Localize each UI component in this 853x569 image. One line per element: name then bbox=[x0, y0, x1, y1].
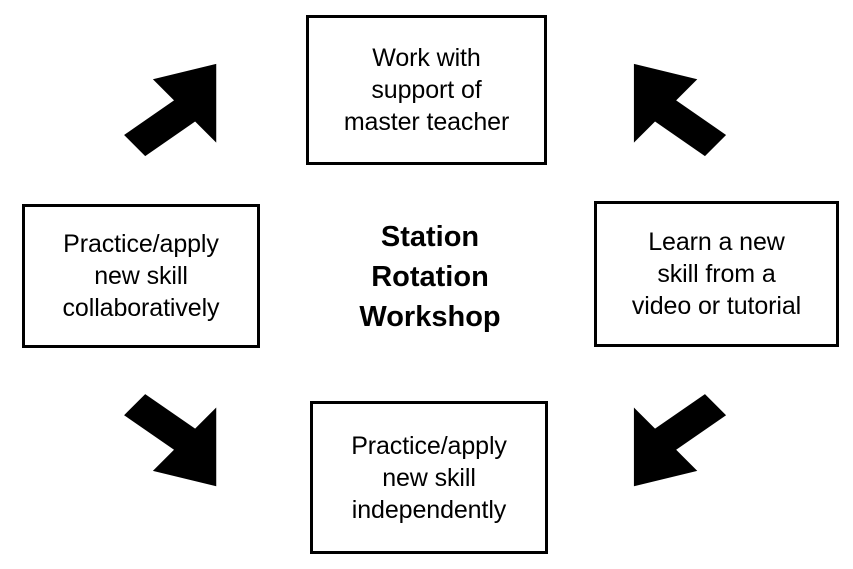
node-box-top: Work with support of master teacher bbox=[306, 15, 547, 165]
center-title: Station Rotation Workshop bbox=[359, 220, 501, 333]
node-box-left: Practice/apply new skill collaboratively bbox=[22, 204, 260, 348]
node-label-top: Work with support of master teacher bbox=[343, 44, 510, 136]
node-box-bottom: Practice/apply new skill independently bbox=[310, 401, 548, 554]
node-box-right: Learn a new skill from a video or tutori… bbox=[594, 201, 839, 347]
node-label-left: Practice/apply new skill collaboratively bbox=[62, 230, 220, 322]
arrow-northwest-icon bbox=[124, 394, 222, 492]
arrow-southwest-icon bbox=[632, 394, 728, 492]
arrow-southeast-icon bbox=[632, 62, 728, 158]
arrow-northeast-icon bbox=[124, 62, 222, 158]
node-label-bottom: Practice/apply new skill independently bbox=[351, 431, 507, 524]
node-label-right: Learn a new skill from a video or tutori… bbox=[631, 228, 802, 320]
